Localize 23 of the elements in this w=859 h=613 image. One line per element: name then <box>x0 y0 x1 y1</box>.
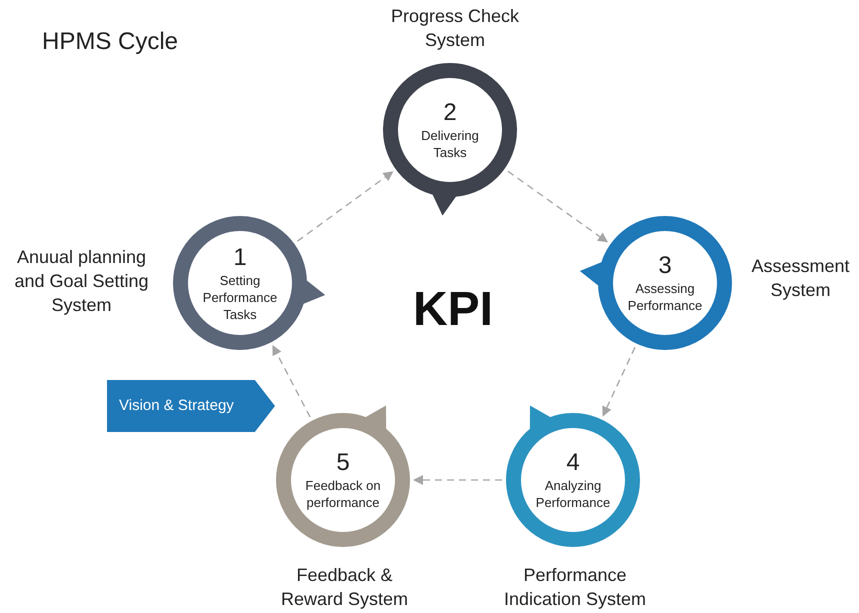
step-number: 3 <box>658 252 672 280</box>
step-number: 2 <box>443 99 457 127</box>
system-caption: Feedback & Reward System <box>280 564 410 611</box>
step-label: Assessing Performance <box>626 280 704 314</box>
step-number: 5 <box>336 449 350 477</box>
step-number: 4 <box>566 449 580 477</box>
dashed-arrow <box>272 345 311 418</box>
step-label: Analyzing Performance <box>534 477 612 511</box>
step-label: Feedback on performance <box>304 477 382 511</box>
system-caption: Performance Indication System <box>502 564 648 611</box>
step-number: 1 <box>233 244 247 272</box>
dashed-arrow <box>507 170 608 242</box>
diagram-title: HPMS Cycle <box>42 27 178 57</box>
system-caption: Progress Check System <box>390 5 520 52</box>
center-label: KPI <box>412 282 494 338</box>
step-label: Setting Performance Tasks <box>202 272 278 322</box>
dashed-arrow <box>297 171 394 242</box>
system-caption: Anuual planning and Goal Setting System <box>13 246 150 317</box>
system-caption: Assessment System <box>750 255 851 302</box>
step-label: Delivering Tasks <box>420 127 480 161</box>
dashed-arrow <box>413 475 502 485</box>
dashed-arrow <box>602 347 636 417</box>
arrow-banner: Vision & Strategy <box>107 380 275 432</box>
